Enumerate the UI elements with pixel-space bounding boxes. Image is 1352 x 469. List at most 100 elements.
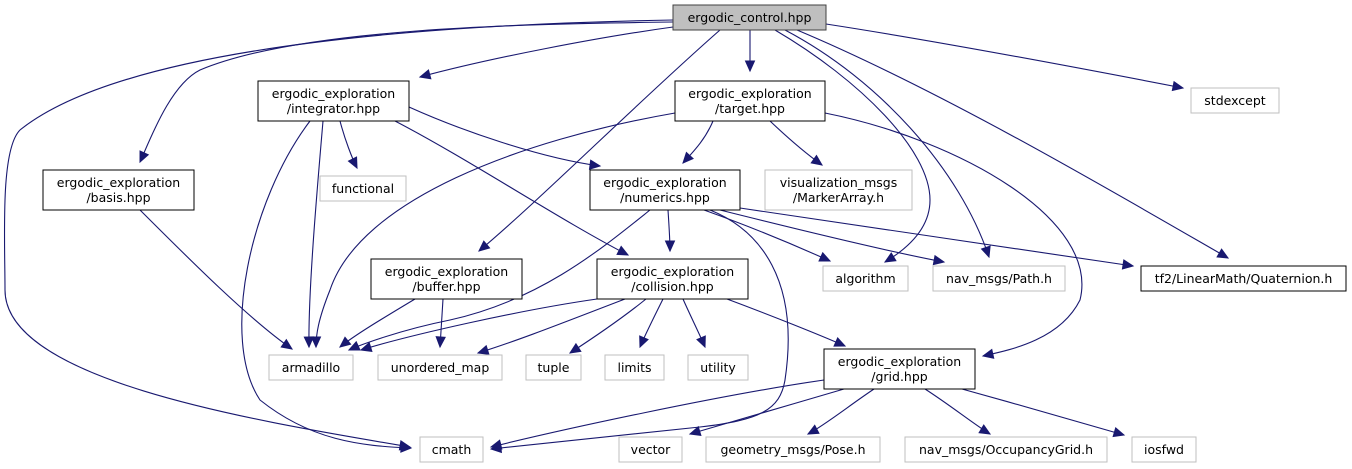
node-box — [822, 265, 909, 292]
node-label: /target.hpp — [715, 101, 785, 116]
edge-numerics-to-cmath — [489, 209, 789, 454]
arrowhead-icon — [568, 342, 582, 354]
arrowhead-icon — [696, 335, 706, 349]
arrowhead-icon — [280, 338, 294, 350]
node-label: /buffer.hpp — [412, 279, 480, 294]
arrowhead-icon — [616, 245, 630, 256]
node-tuple: tuple — [525, 354, 582, 381]
arrowhead-icon — [818, 251, 832, 262]
edge-target-to-grid — [824, 112, 1083, 359]
edge-basis-to-armadillo — [139, 209, 294, 350]
edge-collision-to-armadillo — [359, 298, 598, 352]
arrowhead-icon — [978, 424, 992, 435]
edge-numerics-to-path — [719, 209, 946, 266]
node-numerics[interactable]: ergodic_exploration/numerics.hpp — [589, 169, 741, 211]
node-box — [257, 80, 410, 122]
node-box — [618, 436, 683, 463]
edge-line — [569, 298, 647, 354]
arrowhead-icon — [476, 344, 490, 355]
arrowhead-icon — [1112, 426, 1126, 438]
edge-grid-to-occupancygrid — [924, 388, 992, 435]
node-label: functional — [332, 181, 394, 196]
edge-target-to-markerarray — [769, 120, 823, 166]
arrowhead-icon — [806, 424, 820, 435]
node-buffer[interactable]: ergodic_exploration/buffer.hpp — [370, 258, 523, 300]
node-quaternion[interactable]: tf2/LinearMath/Quaternion.h — [1140, 265, 1347, 292]
edge-line — [348, 209, 651, 351]
node-utility: utility — [687, 354, 749, 381]
node-box — [687, 354, 749, 381]
node-label: vector — [631, 442, 672, 457]
edge-root-to-basis — [139, 21, 674, 164]
edge-numerics-to-algorithm — [703, 209, 832, 262]
arrowhead-icon — [744, 60, 756, 73]
node-iosfwd: iosfwd — [1131, 436, 1197, 463]
nodes-layer: ergodic_control.hpp ergodic_exploration/i… — [42, 4, 1347, 463]
node-box — [904, 436, 1108, 463]
node-target[interactable]: ergodic_exploration/target.hpp — [674, 80, 826, 122]
node-box — [604, 354, 665, 381]
node-label: iosfwd — [1144, 442, 1184, 457]
node-basis[interactable]: ergodic_exploration/basis.hpp — [42, 169, 195, 211]
arrowhead-icon — [347, 340, 361, 351]
edge-line — [703, 209, 831, 262]
node-pose: geometry_msgs/Pose.h — [705, 436, 881, 463]
node-box — [764, 169, 913, 211]
node-label: algorithm — [835, 271, 895, 286]
node-vector: vector — [618, 436, 683, 463]
edge-target-to-armadillo — [310, 112, 676, 349]
node-root[interactable]: ergodic_control.hpp — [672, 4, 827, 31]
node-label: unordered_map — [391, 360, 490, 375]
node-box — [377, 354, 503, 381]
node-box — [932, 265, 1066, 292]
edge-line — [824, 112, 1083, 357]
edge-integrator-to-cmath — [241, 120, 413, 453]
node-unordered_map: unordered_map — [377, 354, 503, 381]
arrowhead-icon — [139, 150, 150, 164]
edge-line — [478, 29, 721, 252]
arrowhead-icon — [310, 336, 322, 349]
arrowhead-icon — [489, 439, 503, 450]
edge-root-to-quaternion — [796, 29, 1230, 259]
edge-buffer-to-unordered_map — [435, 298, 446, 349]
arrowhead-icon — [932, 254, 946, 266]
edge-line — [796, 29, 1229, 259]
node-label: ergodic_control.hpp — [688, 10, 812, 25]
node-label: /integrator.hpp — [287, 101, 380, 116]
edge-line — [719, 209, 945, 263]
node-box — [1190, 87, 1280, 114]
node-box — [589, 169, 741, 211]
node-label: ergodic_exploration — [838, 354, 961, 369]
node-grid[interactable]: ergodic_exploration/grid.hpp — [823, 348, 976, 390]
edge-integrator-to-numerics — [408, 106, 602, 170]
node-label: /collision.hpp — [631, 279, 714, 294]
node-box — [596, 258, 749, 300]
edge-line — [139, 209, 293, 350]
node-label: /basis.hpp — [86, 190, 150, 205]
arrowhead-icon — [347, 156, 358, 170]
node-functional: functional — [319, 175, 407, 202]
node-box — [419, 436, 484, 463]
node-collision[interactable]: ergodic_exploration/collision.hpp — [596, 258, 749, 300]
node-integrator[interactable]: ergodic_exploration/integrator.hpp — [257, 80, 410, 122]
edge-numerics-to-quaternion — [739, 207, 1135, 270]
node-armadillo: armadillo — [268, 354, 354, 381]
edge-collision-to-utility — [682, 298, 706, 349]
node-occupancygrid: nav_msgs/OccupancyGrid.h — [904, 436, 1108, 463]
arrowhead-icon — [682, 151, 694, 164]
edge-line — [308, 120, 324, 348]
arrowhead-icon — [810, 154, 823, 166]
arrowhead-icon — [303, 336, 315, 349]
edge-numerics-to-collision — [664, 209, 676, 253]
node-box — [525, 354, 582, 381]
edge-root-to-stdexcept — [825, 23, 1185, 92]
edge-integrator-to-functional — [339, 120, 358, 170]
node-label: /MarkerArray.h — [793, 190, 884, 205]
node-label: /grid.hpp — [871, 369, 928, 384]
node-label: geometry_msgs/Pose.h — [720, 442, 865, 457]
node-label: stdexcept — [1204, 93, 1265, 108]
arrowhead-icon — [833, 336, 847, 347]
edge-buffer-to-armadillo — [339, 298, 416, 348]
arrowhead-icon — [1121, 259, 1135, 270]
